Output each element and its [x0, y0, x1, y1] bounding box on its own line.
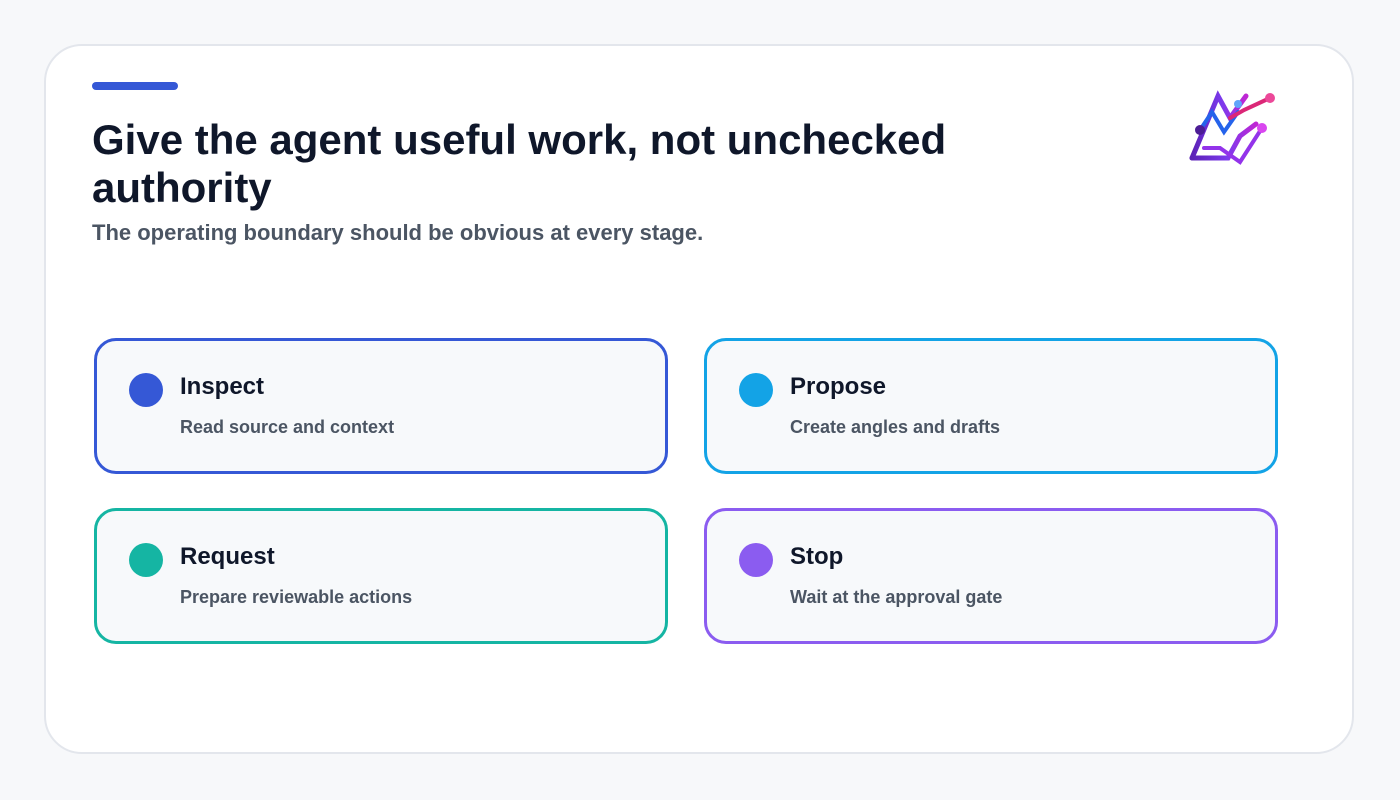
title-accent-bar [92, 82, 178, 90]
stage-status-dot [129, 373, 163, 407]
stage-status-dot [129, 543, 163, 577]
page-subtitle: The operating boundary should be obvious… [92, 220, 704, 245]
stage-description: Read source and context [180, 417, 395, 437]
stage-card-stop: Stop Wait at the approval gate [704, 508, 1278, 644]
stage-description: Create angles and drafts [790, 417, 1001, 437]
stage-status-dot [739, 543, 773, 577]
zigzag-network-logo-icon [1189, 90, 1275, 165]
stage-card-propose: Propose Create angles and drafts [704, 338, 1278, 474]
stage-status-dot [739, 373, 773, 407]
stage-card-request: Request Prepare reviewable actions [94, 508, 668, 644]
stage-description: Prepare reviewable actions [180, 587, 413, 607]
page-title: Give the agent useful work, not unchecke… [92, 116, 947, 211]
stage-title: Stop [790, 543, 844, 570]
stage-title: Propose [790, 373, 887, 400]
stage-title: Request [180, 543, 275, 570]
stage-description: Wait at the approval gate [790, 587, 1003, 607]
stage-title: Inspect [180, 373, 265, 400]
stage-card-inspect: Inspect Read source and context [94, 338, 668, 474]
